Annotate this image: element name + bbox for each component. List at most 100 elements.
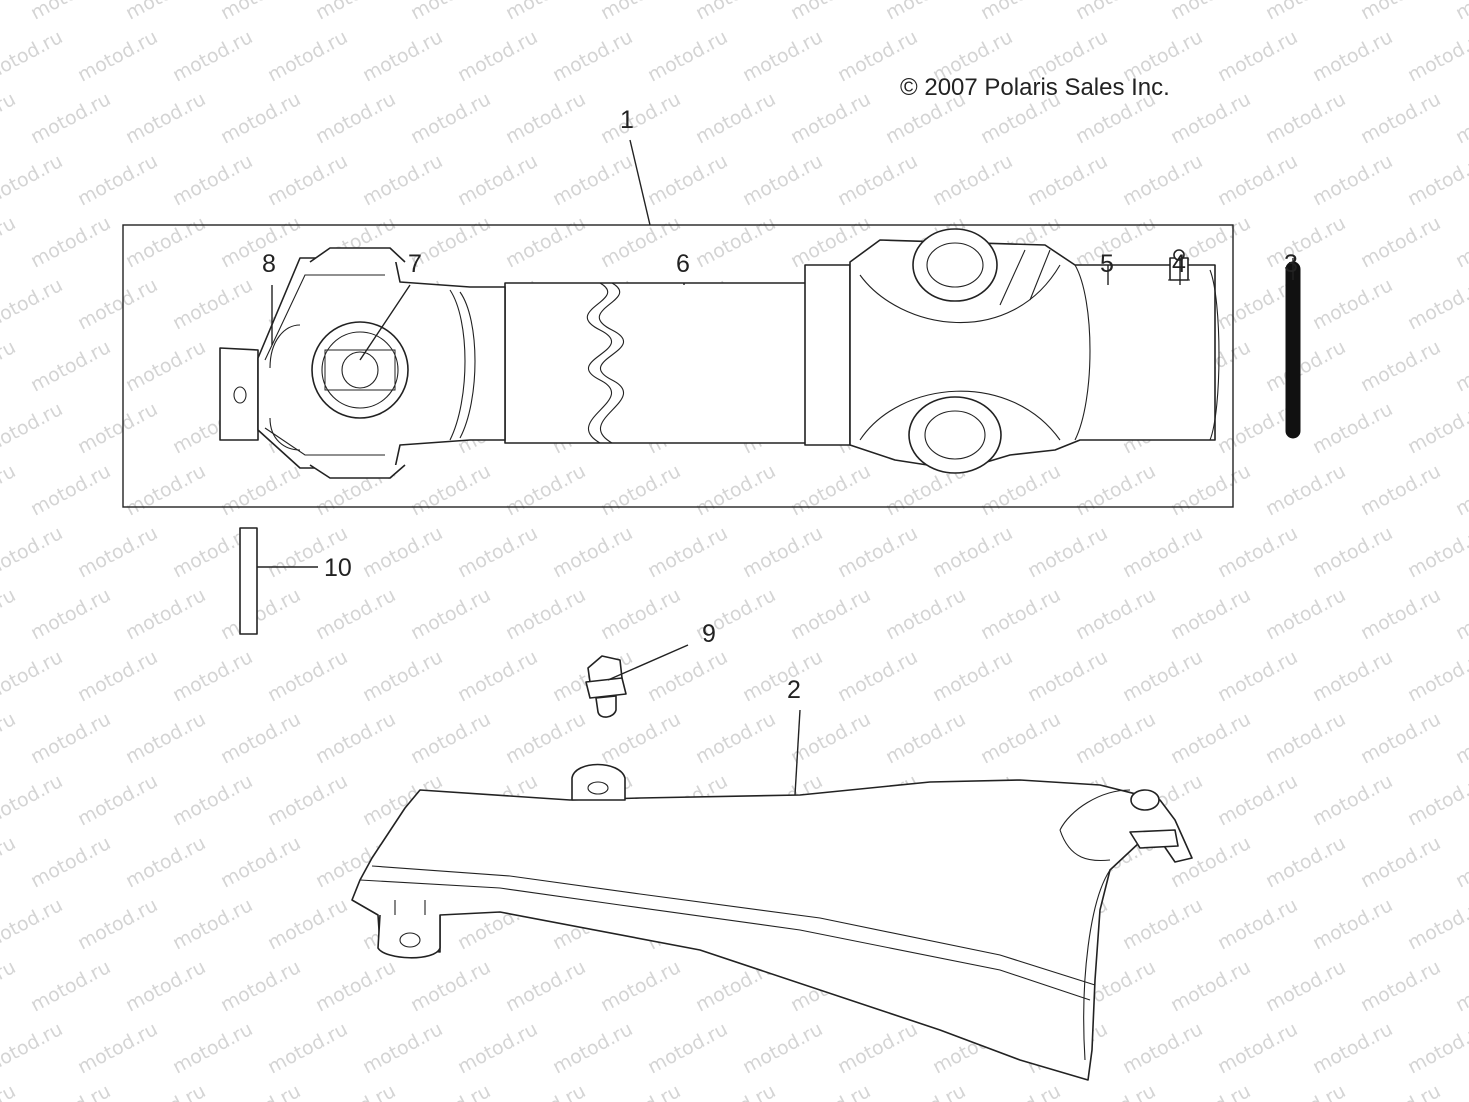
watermark-text: motod.ru bbox=[1214, 1018, 1301, 1078]
watermark-text: motod.ru bbox=[169, 1018, 256, 1078]
watermark-text: motod.ru bbox=[1214, 770, 1301, 830]
watermark-text: motod.ru bbox=[1072, 708, 1159, 768]
watermark-text: motod.ru bbox=[0, 770, 66, 830]
watermark-text: motod.ru bbox=[27, 584, 114, 644]
watermark-text: motod.ru bbox=[787, 0, 874, 24]
watermark-text: motod.ru bbox=[597, 956, 684, 1016]
watermark-text: motod.ru bbox=[312, 0, 399, 24]
watermark-text: motod.ru bbox=[407, 1080, 494, 1102]
watermark-text: motod.ru bbox=[0, 956, 19, 1016]
watermark-text: motod.ru bbox=[122, 832, 209, 892]
watermark-text: motod.ru bbox=[264, 646, 351, 706]
watermark-text: motod.ru bbox=[1357, 460, 1444, 520]
watermark-text: motod.ru bbox=[407, 584, 494, 644]
watermark-text: motod.ru bbox=[454, 150, 541, 210]
watermark-text: motod.ru bbox=[27, 336, 114, 396]
watermark-text: motod.ru bbox=[1404, 770, 1469, 830]
watermark-text: motod.ru bbox=[644, 150, 731, 210]
watermark-text: motod.ru bbox=[27, 212, 114, 272]
watermark-text: motod.ru bbox=[359, 26, 446, 86]
watermark-text: motod.ru bbox=[359, 150, 446, 210]
watermark-text: motod.ru bbox=[739, 646, 826, 706]
watermark-text: motod.ru bbox=[1357, 0, 1444, 24]
watermark-text: motod.ru bbox=[0, 460, 19, 520]
roll-pin bbox=[1285, 258, 1301, 439]
watermark-text: motod.ru bbox=[1309, 274, 1396, 334]
watermark-text: motod.ru bbox=[0, 212, 19, 272]
watermark-text: motod.ru bbox=[27, 708, 114, 768]
watermark-text: motod.ru bbox=[739, 1018, 826, 1078]
watermark-text: motod.ru bbox=[169, 150, 256, 210]
watermark-text: motod.ru bbox=[27, 1080, 114, 1102]
watermark-text: motod.ru bbox=[0, 708, 19, 768]
watermark-text: motod.ru bbox=[787, 88, 874, 148]
watermark-text: motod.ru bbox=[502, 88, 589, 148]
shaft-tube bbox=[504, 282, 816, 444]
watermark-text: motod.ru bbox=[27, 460, 114, 520]
right-yoke bbox=[804, 239, 1220, 471]
copyright-text: © 2007 Polaris Sales Inc. bbox=[900, 74, 1170, 101]
watermark-text: motod.ru bbox=[597, 212, 684, 272]
watermark-text: motod.ru bbox=[312, 708, 399, 768]
drive-shaft-shield bbox=[351, 763, 1193, 1081]
watermark-text: motod.ru bbox=[787, 460, 874, 520]
watermark-text: motod.ru bbox=[407, 88, 494, 148]
watermark-text: motod.ru bbox=[1072, 1080, 1159, 1102]
watermark-text: motod.ru bbox=[1262, 584, 1349, 644]
watermark-text: motod.ru bbox=[692, 88, 779, 148]
watermark-text: motod.ru bbox=[217, 832, 304, 892]
watermark-text: motod.ru bbox=[407, 708, 494, 768]
watermark-text: motod.ru bbox=[122, 584, 209, 644]
watermark-text: motod.ru bbox=[1357, 1080, 1444, 1102]
watermark-text: motod.ru bbox=[264, 1018, 351, 1078]
watermark-text: motod.ru bbox=[1262, 88, 1349, 148]
watermark-text: motod.ru bbox=[1024, 646, 1111, 706]
watermark-text: motod.ru bbox=[1262, 1080, 1349, 1102]
watermark-text: motod.ru bbox=[644, 646, 731, 706]
watermark-text: motod.ru bbox=[359, 1018, 446, 1078]
watermark-text: motod.ru bbox=[882, 584, 969, 644]
watermark-text: motod.ru bbox=[454, 26, 541, 86]
callout-3: 3 bbox=[1284, 250, 1298, 278]
watermark-text: motod.ru bbox=[169, 274, 256, 334]
watermark-text: motod.ru bbox=[74, 26, 161, 86]
watermark-text: motod.ru bbox=[1309, 26, 1396, 86]
watermark-text: motod.ru bbox=[74, 894, 161, 954]
watermark-text: motod.ru bbox=[549, 26, 636, 86]
watermark-text: motod.ru bbox=[882, 0, 969, 24]
watermark-text: motod.ru bbox=[0, 88, 19, 148]
watermark-text: motod.ru bbox=[1309, 1018, 1396, 1078]
watermark-text: motod.ru bbox=[977, 0, 1064, 24]
watermark-text: motod.ru bbox=[1404, 522, 1469, 582]
watermark-text: motod.ru bbox=[407, 0, 494, 24]
watermark-text: motod.ru bbox=[122, 956, 209, 1016]
right-u-joint-bearings bbox=[908, 228, 1002, 474]
watermark-text: motod.ru bbox=[739, 150, 826, 210]
watermark-text: motod.ru bbox=[0, 0, 19, 24]
watermark-text: motod.ru bbox=[1024, 150, 1111, 210]
watermark-text: motod.ru bbox=[1214, 522, 1301, 582]
watermark-text: motod.ru bbox=[1167, 0, 1254, 24]
watermark-text: motod.ru bbox=[1452, 336, 1469, 396]
watermark-text: motod.ru bbox=[1167, 460, 1254, 520]
watermark-text: motod.ru bbox=[74, 150, 161, 210]
watermark-text: motod.ru bbox=[217, 584, 304, 644]
watermark-text: motod.ru bbox=[692, 0, 779, 24]
watermark-text: motod.ru bbox=[692, 460, 779, 520]
watermark-text: motod.ru bbox=[169, 894, 256, 954]
flange-bolt bbox=[585, 655, 627, 718]
watermark-text: motod.ru bbox=[0, 646, 66, 706]
watermark-text: motod.ru bbox=[1119, 894, 1206, 954]
watermark-text: motod.ru bbox=[1167, 1080, 1254, 1102]
watermark-text: motod.ru bbox=[1309, 150, 1396, 210]
watermark-text: motod.ru bbox=[217, 956, 304, 1016]
watermark-text: motod.ru bbox=[217, 708, 304, 768]
watermark-text: motod.ru bbox=[0, 336, 19, 396]
watermark-text: motod.ru bbox=[1404, 646, 1469, 706]
callout-7: 7 bbox=[408, 250, 422, 278]
watermark-text: motod.ru bbox=[0, 832, 19, 892]
watermark-text: motod.ru bbox=[502, 1080, 589, 1102]
watermark-text: motod.ru bbox=[692, 708, 779, 768]
watermark-text: motod.ru bbox=[787, 584, 874, 644]
watermark-text: motod.ru bbox=[122, 708, 209, 768]
